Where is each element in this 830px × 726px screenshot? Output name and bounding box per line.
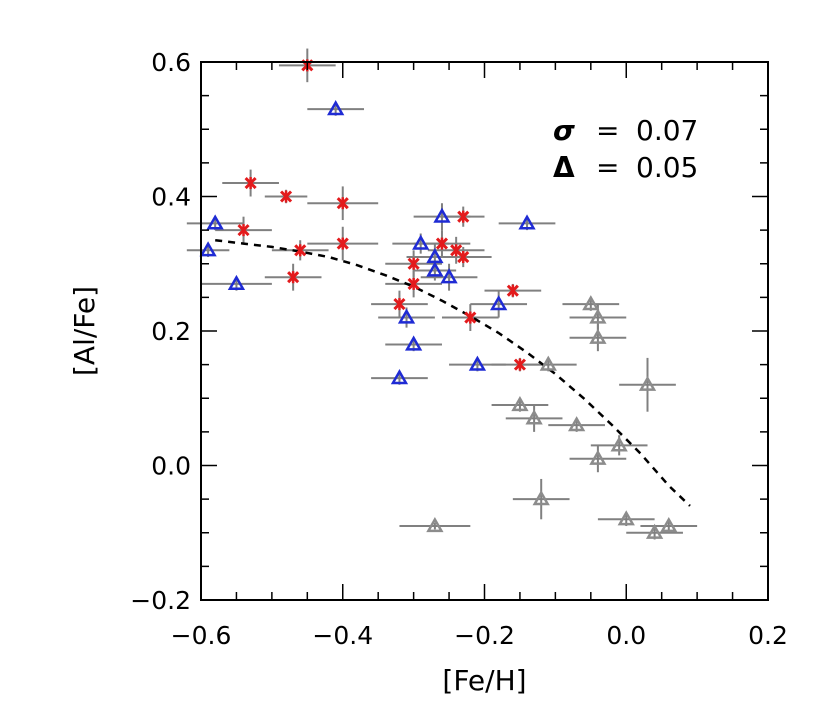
sigma-value: 0.07: [636, 114, 698, 147]
blue-triangle-marker: [433, 207, 451, 223]
gray-triangle-marker: [589, 328, 607, 344]
red-x-marker: [237, 224, 250, 237]
blue-triangle-marker: [227, 274, 246, 291]
red-x-marker: [407, 277, 420, 290]
blue-triangle-marker: [412, 234, 430, 250]
tick-label-layer: −0.6 −0.4 −0.2 0.0 0.2 −0.2 0.0 0.2 0.4 0.6: [130, 48, 788, 650]
blue-triangle-marker: [468, 355, 487, 371]
blue-triangle-marker: [518, 214, 536, 230]
gray-triangle-marker: [511, 395, 529, 412]
red-x-marker: [244, 176, 257, 190]
gray-triangle-marker: [589, 449, 607, 465]
y-tick-label: −0.2: [130, 586, 191, 615]
red-x-marker: [287, 271, 300, 284]
gray-triangle-marker: [426, 517, 444, 533]
gray-triangle-marker: [617, 510, 635, 526]
blue-triangle-marker: [206, 214, 224, 230]
blue-triangle-marker: [440, 268, 458, 284]
y-axis-label: [Al/Fe]: [68, 286, 101, 376]
blue-triangle-marker: [404, 335, 423, 351]
red-x-marker: [294, 244, 307, 257]
red-x-marker: [336, 237, 349, 250]
stat-annotation-delta: Δ = 0.05: [553, 151, 698, 184]
gray-triangle-marker: [589, 308, 607, 324]
gray-triangle-marker: [567, 416, 586, 432]
red-x-marker: [457, 250, 470, 264]
x-tick-label: 0.2: [748, 621, 788, 650]
fit-curve: [215, 238, 691, 507]
gray-triangle-marker: [610, 436, 628, 452]
blue-triangle-marker: [390, 369, 409, 385]
tick-layer: [200, 61, 769, 601]
blue-triangle-marker: [490, 295, 508, 311]
x-tick-label: −0.4: [312, 621, 373, 650]
gray-triangle-marker: [539, 355, 557, 371]
x-tick-label: −0.6: [171, 621, 232, 650]
red-x-marker: [506, 284, 519, 297]
stat-annotation-sigma: σ = 0.07: [553, 114, 698, 147]
gray-triangle-marker: [638, 375, 657, 391]
red-x-marker: [457, 210, 470, 223]
blue-triangle-marker: [426, 261, 444, 277]
red-x-marker: [279, 190, 293, 203]
red-x-marker: [435, 237, 449, 250]
y-tick-label: 0.4: [151, 183, 191, 212]
x-tick-label: 0.0: [606, 621, 646, 650]
red-x-marker: [513, 358, 526, 371]
red-x-marker: [407, 257, 420, 270]
gray-triangle-marker: [525, 409, 543, 425]
sigma-symbol: σ: [553, 114, 575, 147]
gray-triangle-marker: [582, 295, 600, 311]
delta-symbol: Δ: [553, 151, 575, 184]
gray-triangle-marker: [532, 490, 550, 506]
marker-layer: [199, 59, 678, 539]
red-x-marker: [393, 298, 406, 311]
errorbar-layer: [186, 48, 698, 540]
x-tick-label: −0.2: [454, 621, 515, 650]
fit-curve-layer: [215, 238, 691, 507]
blue-triangle-marker: [199, 241, 217, 257]
y-tick-label: 0.6: [151, 48, 191, 77]
gray-triangle-marker: [660, 517, 678, 533]
red-x-marker: [336, 197, 349, 210]
red-x-marker: [464, 311, 477, 324]
gray-triangle-marker: [645, 523, 664, 539]
y-tick-label: 0.2: [151, 317, 191, 346]
sigma-equals: =: [596, 114, 619, 147]
x-axis-label: [Fe/H]: [442, 664, 526, 697]
blue-triangle-marker: [397, 308, 416, 324]
blue-triangle-marker: [327, 100, 345, 116]
delta-equals: =: [596, 151, 619, 184]
y-tick-label: 0.0: [151, 452, 191, 481]
delta-value: 0.05: [636, 151, 698, 184]
